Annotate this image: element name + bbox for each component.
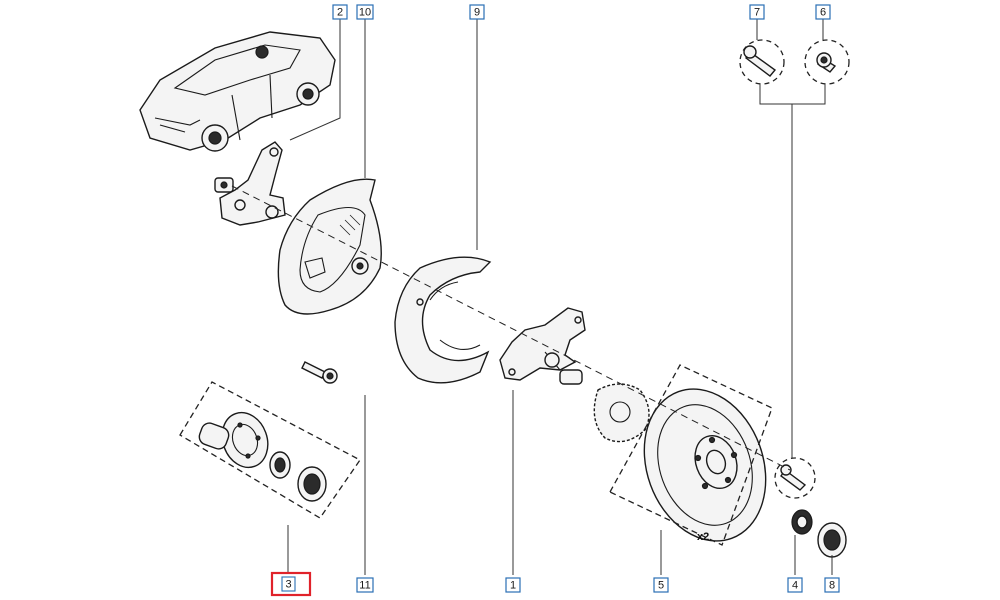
callout-4[interactable]: 4 — [787, 577, 803, 593]
screw-7 — [739, 39, 785, 85]
hub-bearing-kit — [179, 381, 361, 519]
steering-knuckle-small — [214, 141, 286, 226]
screw-6 — [804, 39, 850, 85]
svg-text:9: 9 — [474, 7, 480, 19]
callout-3[interactable]: 3 — [270, 571, 312, 597]
steering-knuckle-main — [499, 307, 586, 385]
svg-text:5: 5 — [658, 580, 664, 592]
car-illustration — [139, 31, 336, 152]
callout-2[interactable]: 2 — [332, 4, 348, 20]
callout-10[interactable]: 10 — [356, 4, 374, 20]
brake-splash-shield — [394, 256, 492, 384]
svg-text:3: 3 — [285, 579, 291, 591]
svg-text:6: 6 — [820, 7, 826, 19]
wheel-hub-ghost — [593, 383, 650, 443]
disc-quantity-label: x2 — [697, 531, 709, 543]
wheel-bearing — [817, 522, 847, 558]
assembly-axis — [231, 185, 791, 471]
svg-text:4: 4 — [792, 580, 798, 592]
callout-9[interactable]: 9 — [469, 4, 485, 20]
brake-disc — [643, 388, 767, 542]
disc-kit-outline — [609, 364, 773, 546]
hub-nut — [791, 509, 813, 535]
svg-text:10: 10 — [359, 7, 371, 19]
brake-backing-plate — [277, 178, 382, 315]
disc-screw — [774, 457, 816, 499]
leader-lines — [287, 18, 833, 575]
callout-8[interactable]: 8 — [824, 577, 840, 593]
callout-11[interactable]: 11 — [356, 577, 374, 593]
callout-7[interactable]: 7 — [749, 4, 765, 20]
svg-text:1: 1 — [510, 580, 516, 592]
svg-text:2: 2 — [337, 7, 343, 19]
backing-plate-screw — [301, 361, 338, 384]
callout-5[interactable]: 5 — [653, 577, 669, 593]
svg-text:8: 8 — [829, 580, 835, 592]
callout-1[interactable]: 1 — [505, 577, 521, 593]
svg-text:7: 7 — [754, 7, 760, 19]
callout-6[interactable]: 6 — [815, 4, 831, 20]
svg-text:11: 11 — [359, 580, 370, 592]
